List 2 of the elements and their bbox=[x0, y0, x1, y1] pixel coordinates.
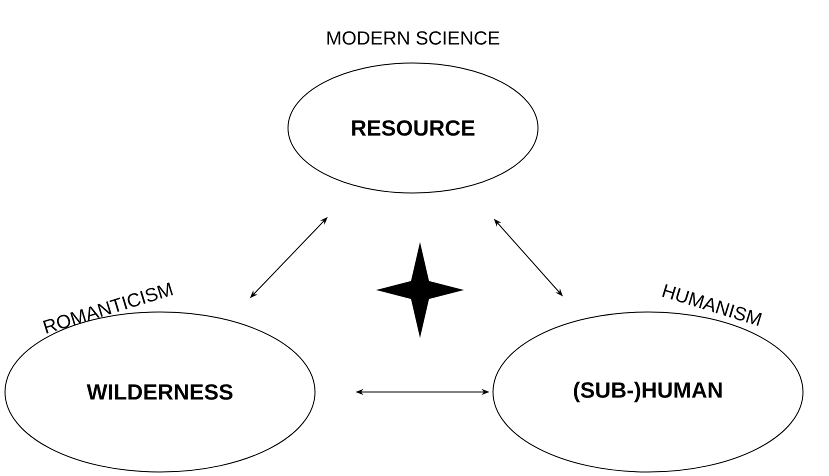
ideology-label: MODERN SCIENCE bbox=[327, 31, 500, 45]
ellipse-node: RESOURCE bbox=[288, 62, 538, 194]
